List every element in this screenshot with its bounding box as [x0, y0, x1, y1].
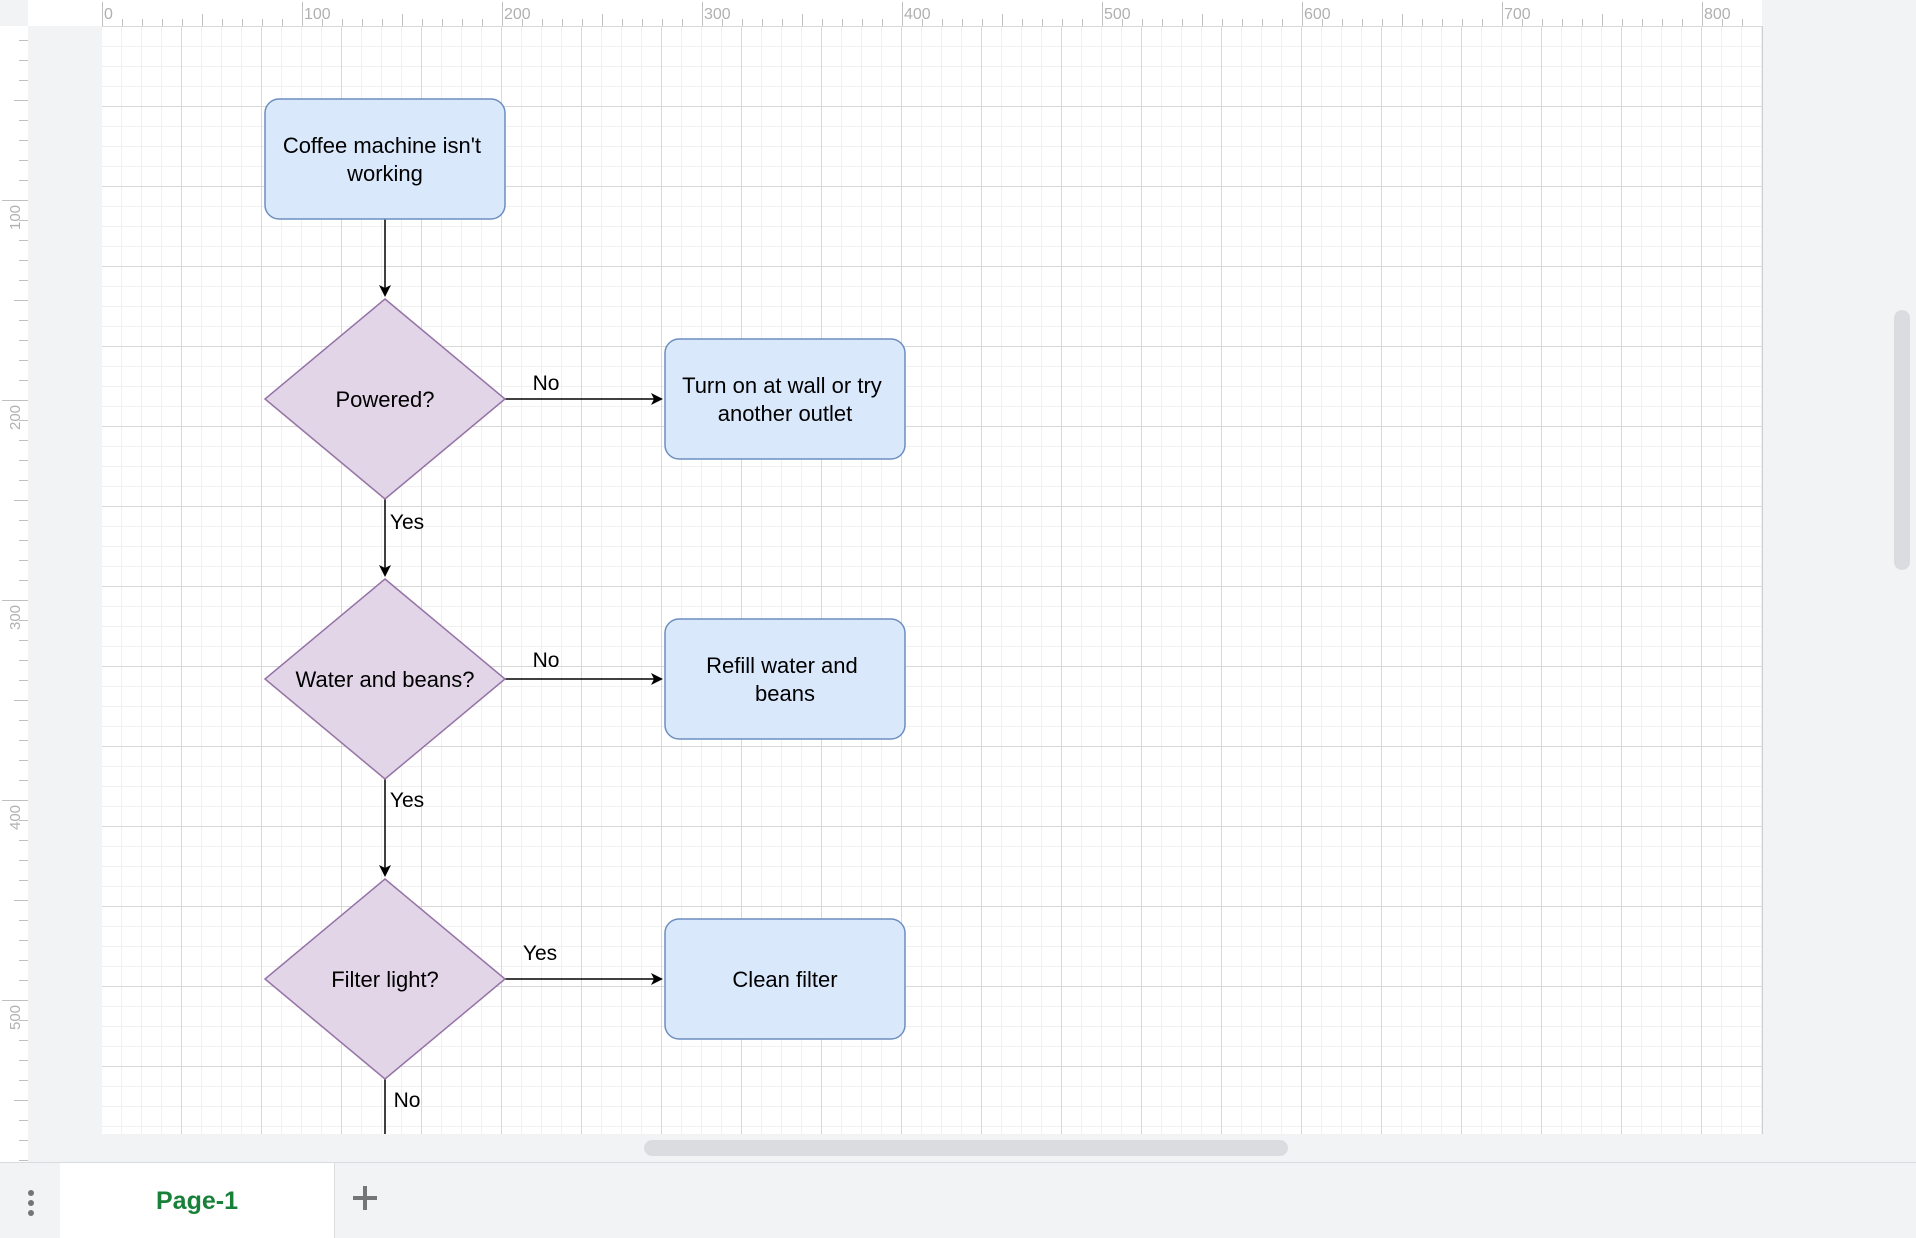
edge-label-powered-no: No: [533, 372, 560, 395]
flowchart[interactable]: No Yes No Yes Yes: [102, 26, 1762, 1134]
node-turn-on-label: Turn on at wall or try another outlet: [682, 373, 888, 426]
ruler-corner: [0, 0, 28, 26]
vertical-scrollbar[interactable]: [1894, 310, 1910, 570]
node-clean[interactable]: Clean filter: [664, 918, 906, 1040]
ruler-label: 200: [7, 405, 24, 430]
horizontal-ruler-ticks: 0 100 200 300 400 500 600 700 800: [102, 2, 1763, 26]
node-water-shape: [263, 578, 507, 780]
vertical-ruler: 100 200 300 400 500: [0, 26, 29, 1162]
node-refill-shape: [664, 618, 906, 740]
node-start[interactable]: Coffee machine isn't working: [264, 98, 506, 220]
node-clean-shape: [664, 918, 906, 1040]
ruler-label: 100: [7, 205, 24, 230]
node-refill-label: Refill water and beans: [706, 653, 864, 706]
plus-icon: [353, 1186, 377, 1210]
node-turn-on-shape: [664, 338, 906, 460]
page-tab-bar: Page-1: [0, 1162, 1916, 1238]
ruler-label: 600: [1304, 6, 1331, 23]
node-water[interactable]: Water and beans?: [263, 578, 507, 780]
vertical-dots-icon: [28, 1190, 34, 1216]
node-refill[interactable]: Refill water and beans: [664, 618, 906, 740]
node-turn-on[interactable]: Turn on at wall or try another outlet: [664, 338, 906, 460]
edge-water-yes[interactable]: Yes: [379, 779, 424, 877]
edge-label-powered-yes: Yes: [390, 511, 424, 534]
edge-filter-yes[interactable]: Yes: [505, 942, 663, 985]
ruler-label: 100: [304, 6, 331, 23]
node-water-label: Water and beans?: [296, 667, 475, 692]
edge-label-water-no: No: [533, 649, 560, 672]
ruler-label: 400: [7, 805, 24, 830]
diagram-page[interactable]: No Yes No Yes Yes: [102, 26, 1763, 1134]
ruler-label: 300: [7, 605, 24, 630]
node-start-label: Coffee machine isn't working: [283, 133, 487, 186]
ruler-label: 0: [104, 6, 113, 23]
edge-label-filter-no: No: [394, 1089, 421, 1112]
canvas[interactable]: No Yes No Yes Yes: [28, 26, 1916, 1162]
vertical-ruler-ticks: 100 200 300 400 500: [2, 40, 28, 1161]
edge-label-water-yes: Yes: [390, 789, 424, 812]
ruler-label: 300: [704, 6, 731, 23]
node-powered[interactable]: Powered?: [263, 298, 507, 500]
ruler-label: 200: [504, 6, 531, 23]
node-filter-label: Filter light?: [331, 967, 439, 992]
node-start-shape: [264, 98, 506, 220]
pages-menu-button[interactable]: [8, 1175, 54, 1231]
ruler-label: 400: [904, 6, 931, 23]
horizontal-ruler: 0 100 200 300 400 500 600 700 800: [28, 0, 1763, 27]
edge-label-filter-yes: Yes: [523, 942, 557, 965]
ruler-label: 500: [7, 1005, 24, 1030]
node-clean-label: Clean filter: [732, 967, 837, 992]
node-powered-shape: [263, 298, 507, 500]
edge-filter-no[interactable]: No: [384, 1079, 421, 1134]
ruler-label: 500: [1104, 6, 1131, 23]
edge-water-no[interactable]: No: [505, 649, 663, 685]
node-filter-shape: [263, 878, 507, 1080]
edge-powered-yes[interactable]: Yes: [379, 499, 424, 577]
tab-page-1[interactable]: Page-1: [60, 1163, 335, 1238]
node-powered-label: Powered?: [335, 387, 434, 412]
add-page-button[interactable]: [340, 1173, 390, 1223]
node-filter[interactable]: Filter light?: [263, 878, 507, 1080]
ruler-label: 700: [1504, 6, 1531, 23]
ruler-label: 800: [1704, 6, 1731, 23]
edge-powered-no[interactable]: No: [505, 372, 663, 405]
horizontal-scrollbar[interactable]: [644, 1140, 1288, 1156]
